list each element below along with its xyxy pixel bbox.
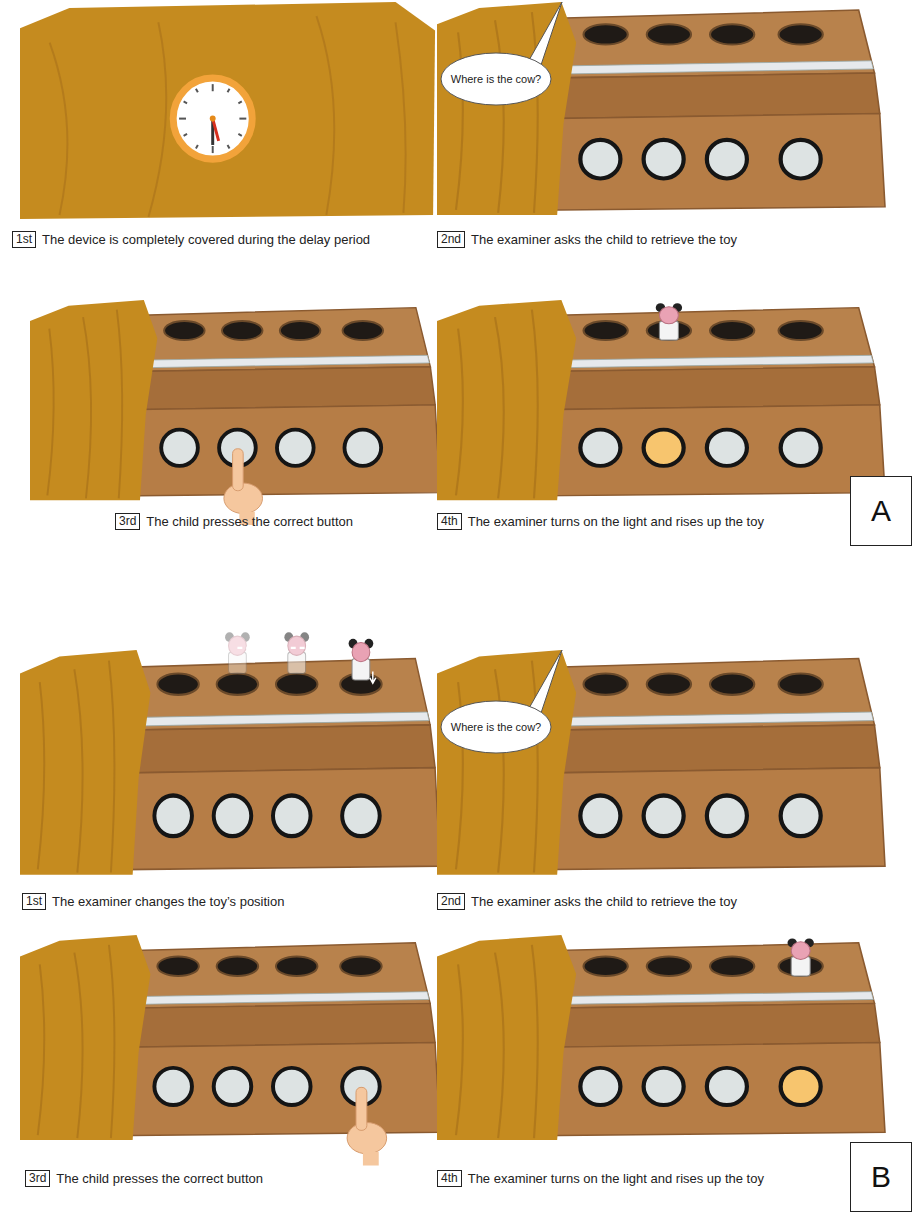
step-caption: 4th The examiner turns on the light and r…	[437, 513, 764, 530]
cloth	[20, 650, 150, 875]
panel-letter: B	[871, 1160, 891, 1194]
panel-letter: A	[871, 494, 891, 528]
panel-label: A	[850, 476, 912, 546]
step-description: The examiner asks the child to retrieve …	[471, 232, 737, 247]
panel-label: B	[850, 1142, 912, 1212]
step-description: The examiner changes the toy’s position	[52, 894, 284, 909]
step-description: The examiner asks the child to retrieve …	[471, 894, 737, 909]
step-caption: 2nd The examiner asks the child to retrie…	[437, 893, 737, 910]
speech-bubble: Where is the cow?	[440, 52, 552, 106]
step-caption: 2nd The examiner asks the child to retrie…	[437, 231, 737, 248]
step-description: The child presses the correct button	[56, 1171, 263, 1186]
cloth	[437, 650, 576, 875]
device-illustration	[437, 650, 885, 875]
step-description: The device is completely covered during …	[42, 232, 370, 247]
cloth	[437, 2, 576, 215]
device-illustration	[437, 300, 885, 500]
step-description: The child presses the correct button	[146, 514, 353, 529]
device-illustration	[30, 300, 440, 525]
speech-text: Where is the cow?	[451, 73, 541, 85]
step-caption: 4th The examiner turns on the light and r…	[437, 1170, 764, 1187]
device-illustration	[20, 935, 440, 1166]
step-caption: 1st The device is completely covered duri…	[12, 231, 370, 248]
step-number: 1st	[12, 231, 36, 248]
device-illustration	[437, 935, 885, 1140]
step-number: 1st	[22, 893, 46, 910]
device-illustration	[20, 632, 440, 874]
speech-bubble: Where is the cow?	[440, 700, 552, 754]
cloth	[20, 935, 150, 1140]
step-number: 4th	[437, 513, 462, 530]
step-caption: 3rd The child presses the correct button	[115, 513, 353, 530]
step-number: 4th	[437, 1170, 462, 1187]
step-number: 2nd	[437, 231, 465, 248]
step-description: The examiner turns on the light and rise…	[468, 514, 764, 529]
hand	[347, 1087, 387, 1165]
step-description: The examiner turns on the light and rise…	[468, 1171, 764, 1186]
device-illustration	[437, 2, 885, 215]
step-caption: 1st The examiner changes the toy’s positi…	[22, 893, 284, 910]
step-number: 2nd	[437, 893, 465, 910]
cloth	[30, 300, 157, 500]
hand	[224, 449, 263, 525]
device-illustration	[20, 2, 435, 219]
cloth	[437, 935, 576, 1140]
speech-text: Where is the cow?	[451, 721, 541, 733]
step-caption: 3rd The child presses the correct button	[25, 1170, 263, 1187]
step-number: 3rd	[25, 1170, 50, 1187]
cloth	[437, 300, 576, 500]
step-number: 3rd	[115, 513, 140, 530]
